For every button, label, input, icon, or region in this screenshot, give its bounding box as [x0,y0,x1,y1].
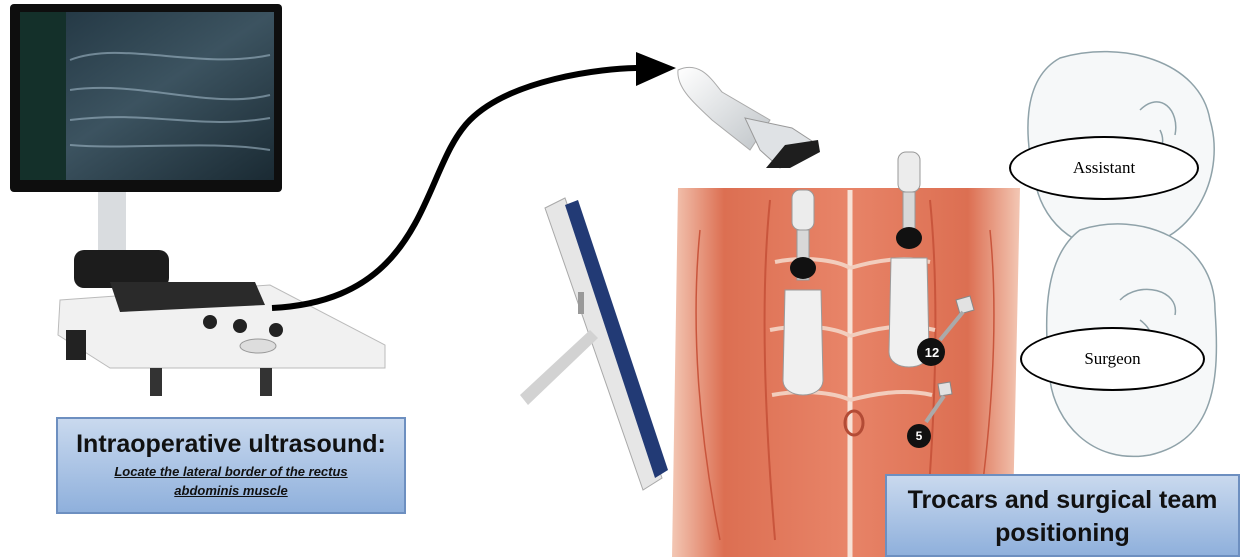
trocar-icon [889,152,929,367]
surgeon-label: Surgeon [1020,327,1205,391]
ultrasound-subtitle: Locate the lateral border of the rectus … [58,462,404,500]
trocar-caption-box: Trocars and surgical team positioning [885,474,1240,557]
ultrasound-title: Intraoperative ultrasound: [58,429,404,459]
assistant-text: Assistant [1073,158,1135,177]
trocar-5-label: 5 [910,429,928,443]
ultrasound-caption-box: Intraoperative ultrasound: Locate the la… [56,417,406,514]
assistant-label: Assistant [1009,136,1199,200]
curved-arrow-icon [272,52,676,308]
trocar-12-label: 12 [921,345,943,360]
laparoscopy-monitor-icon [520,198,668,490]
trocar-title: Trocars and surgical team positioning [887,484,1238,550]
ultrasound-probe-icon [678,67,820,168]
surgeon-text: Surgeon [1084,349,1140,368]
ultrasound-machine-icon [10,4,385,396]
